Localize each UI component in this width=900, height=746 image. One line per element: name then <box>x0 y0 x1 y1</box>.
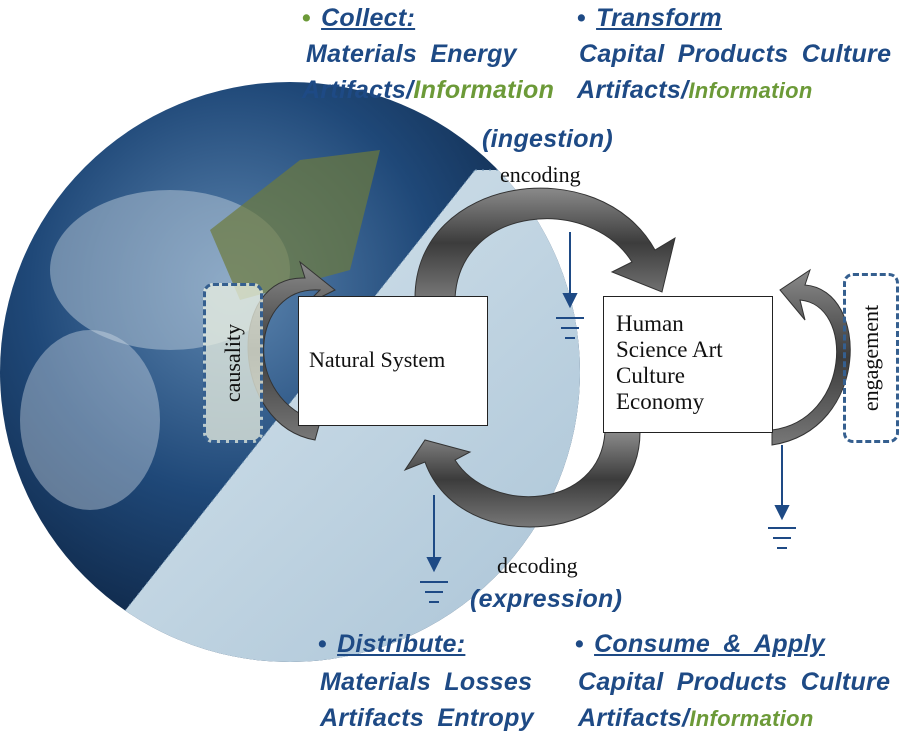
natural-system-label: Natural System <box>309 347 446 372</box>
artifacts-text: Artifacts/ <box>578 704 690 732</box>
engagement-loop-arrow <box>771 268 851 446</box>
information-text: Information <box>689 706 814 731</box>
artifacts-text: Artifacts/ <box>302 76 414 104</box>
artifacts-text: Artifacts/ <box>577 76 689 104</box>
engagement-box: engagement <box>843 273 899 443</box>
human-system-label: Human Science Art Culture Economy <box>616 311 723 415</box>
ground-symbol-decoding <box>420 495 448 603</box>
engagement-label: engagement <box>858 304 883 412</box>
consume-title: Consume & Apply <box>594 630 825 658</box>
consume-line1: Capital Products Culture <box>578 668 891 696</box>
collect-line1: Materials Energy <box>306 40 517 68</box>
ground-symbol-engagement <box>768 445 796 549</box>
consume-line2: Artifacts/Information <box>578 704 814 733</box>
information-text: Information <box>413 76 555 104</box>
transform-line2: Artifacts/Information <box>577 76 813 105</box>
transform-line1: Capital Products Culture <box>579 40 892 68</box>
information-text: Information <box>688 78 813 103</box>
ground-symbol-encoding <box>556 232 584 339</box>
encoding-arrow <box>414 187 676 299</box>
human-line: Human <box>616 311 684 336</box>
causality-label: causality <box>220 323 245 403</box>
collect-heading: •Collect: <box>302 4 416 32</box>
human-line: Culture <box>616 363 685 388</box>
human-line: Economy <box>616 389 705 414</box>
collect-title: Collect: <box>321 4 416 32</box>
human-line: Science Art <box>616 337 723 362</box>
decoding-label: decoding <box>497 553 578 578</box>
transform-heading: •Transform <box>577 4 722 32</box>
natural-system-box: Natural System <box>298 296 488 426</box>
transform-title: Transform <box>596 4 722 32</box>
distribute-line1: Materials Losses <box>320 668 533 696</box>
causality-box: causality <box>203 283 263 443</box>
distribute-heading: •Distribute: <box>318 630 466 658</box>
encoding-label: encoding <box>500 162 581 187</box>
decoding-arrow <box>403 431 641 528</box>
human-system-box: Human Science Art Culture Economy <box>603 296 773 433</box>
distribute-title: Distribute: <box>337 630 466 658</box>
expression-label: (expression) <box>470 585 623 613</box>
distribute-line2: Artifacts Entropy <box>320 704 534 732</box>
causality-loop-arrow <box>247 260 336 441</box>
ingestion-label: (ingestion) <box>482 125 614 153</box>
consume-heading: •Consume & Apply <box>575 630 825 658</box>
collect-line2: Artifacts/Information <box>302 76 554 105</box>
